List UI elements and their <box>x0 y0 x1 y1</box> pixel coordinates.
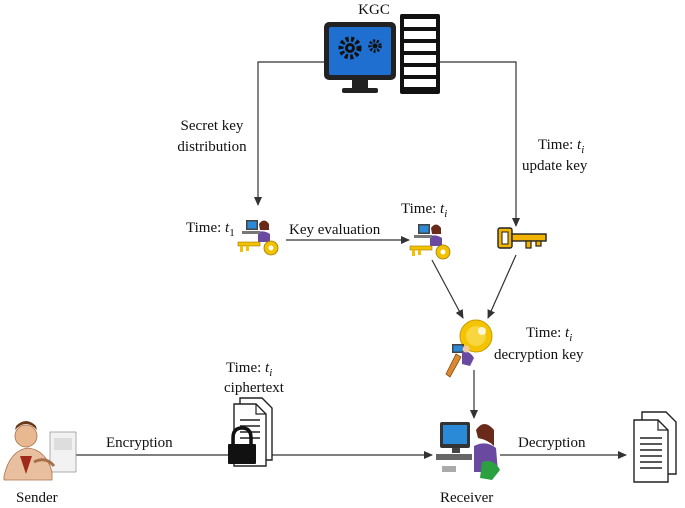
key-evaluation-label: Key evaluation <box>289 222 381 238</box>
ciphertext-label: ciphertext <box>224 380 285 396</box>
decryption-label: Decryption <box>518 435 586 451</box>
sender-person-icon <box>3 421 77 481</box>
time-ti-label: Time: ti <box>401 201 447 220</box>
secret-key-label-line2: distribution <box>177 139 247 155</box>
server-icon <box>400 14 440 94</box>
receiver-label: Receiver <box>440 490 493 506</box>
update-key-label: update key <box>522 158 588 174</box>
kgc-label: KGC <box>358 2 390 18</box>
receiver-person-icon <box>436 422 500 480</box>
lock-icon <box>228 426 256 464</box>
user-key-t1-icon <box>237 220 279 256</box>
secret-key-label-line1: Secret key <box>181 118 244 134</box>
encryption-label: Encryption <box>106 435 173 451</box>
update-key-arrow <box>440 61 520 227</box>
decryption-key-label: decryption key <box>494 347 584 363</box>
evaluated-key-to-decryption-arrow <box>431 259 464 319</box>
plaintext-document-icon <box>633 411 677 483</box>
ciphertext-time-label: Time: ti <box>226 360 272 379</box>
time-t1-label: Time: t1 <box>186 220 235 239</box>
decryption-time-label: Time: ti <box>526 325 572 344</box>
user-key-ti-icon <box>409 224 451 260</box>
update-key-to-decryption-arrow <box>487 254 517 319</box>
update-time-label: Time: ti <box>538 137 584 156</box>
sender-label: Sender <box>16 490 58 506</box>
update-key-icon <box>497 227 547 249</box>
kgc-computer-icon <box>324 22 396 93</box>
secret-key-arrow <box>254 61 324 206</box>
decryption-key-icon <box>445 319 493 378</box>
